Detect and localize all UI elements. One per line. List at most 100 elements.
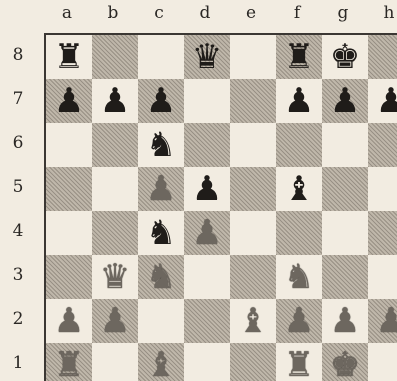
black-rook-icon[interactable]: ♜ (284, 40, 314, 74)
square-b8[interactable] (92, 35, 138, 79)
square-a7[interactable]: ♟ (46, 79, 92, 123)
square-a2[interactable]: ♟ (46, 299, 92, 343)
white-pawn-icon[interactable]: ♟ (192, 216, 222, 250)
white-pawn-icon[interactable]: ♟ (54, 304, 84, 338)
square-h3[interactable] (368, 255, 397, 299)
square-d4[interactable]: ♟ (184, 211, 230, 255)
square-a5[interactable] (46, 167, 92, 211)
square-h2[interactable]: ♟ (368, 299, 397, 343)
square-b7[interactable]: ♟ (92, 79, 138, 123)
square-c8[interactable] (138, 35, 184, 79)
square-f2[interactable]: ♟ (276, 299, 322, 343)
black-pawn-icon[interactable]: ♟ (146, 84, 176, 118)
black-queen-icon[interactable]: ♛ (192, 40, 222, 74)
square-b2[interactable]: ♟ (92, 299, 138, 343)
white-knight-icon[interactable]: ♞ (146, 260, 176, 294)
black-king-icon[interactable]: ♚ (330, 40, 360, 74)
square-d3[interactable] (184, 255, 230, 299)
square-b6[interactable] (92, 123, 138, 167)
square-f6[interactable] (276, 123, 322, 167)
file-label-h: h (366, 2, 397, 24)
square-b5[interactable] (92, 167, 138, 211)
black-pawn-icon[interactable]: ♟ (54, 84, 84, 118)
file-label-a: a (44, 2, 90, 24)
square-g8[interactable]: ♚ (322, 35, 368, 79)
square-h8[interactable] (368, 35, 397, 79)
chess-board: ♜ ♛ ♜ ♚ ♟ ♟ ♟ ♟ ♟ ♟ ♞ ♟ ♟ ♝ ♞ ♟ ♛ ♞ ♞ ♟ ♟ ♝ ♟ ♟ ♟ ♜ ♝ ♜ ♚ (44, 33, 397, 381)
square-g1[interactable]: ♚ (322, 343, 368, 381)
square-e1[interactable] (230, 343, 276, 381)
square-h5[interactable] (368, 167, 397, 211)
file-label-b: b (90, 2, 136, 24)
square-h7[interactable]: ♟ (368, 79, 397, 123)
square-e2[interactable]: ♝ (230, 299, 276, 343)
square-c2[interactable] (138, 299, 184, 343)
black-pawn-icon[interactable]: ♟ (192, 172, 222, 206)
black-pawn-icon[interactable]: ♟ (376, 84, 397, 118)
square-d8[interactable]: ♛ (184, 35, 230, 79)
square-c1[interactable]: ♝ (138, 343, 184, 381)
square-h1[interactable] (368, 343, 397, 381)
white-pawn-icon[interactable]: ♟ (146, 172, 176, 206)
square-c6[interactable]: ♞ (138, 123, 184, 167)
rank-label-6: 6 (4, 121, 32, 165)
square-a3[interactable] (46, 255, 92, 299)
white-queen-icon[interactable]: ♛ (100, 260, 130, 294)
square-e5[interactable] (230, 167, 276, 211)
file-label-e: e (228, 2, 274, 24)
white-pawn-icon[interactable]: ♟ (330, 304, 360, 338)
white-bishop-icon[interactable]: ♝ (146, 348, 176, 381)
square-c5[interactable]: ♟ (138, 167, 184, 211)
square-e8[interactable] (230, 35, 276, 79)
file-label-g: g (320, 2, 366, 24)
square-f3[interactable]: ♞ (276, 255, 322, 299)
white-pawn-icon[interactable]: ♟ (376, 304, 397, 338)
square-a4[interactable] (46, 211, 92, 255)
black-knight-icon[interactable]: ♞ (146, 128, 176, 162)
square-a8[interactable]: ♜ (46, 35, 92, 79)
square-e3[interactable] (230, 255, 276, 299)
square-e7[interactable] (230, 79, 276, 123)
square-h4[interactable] (368, 211, 397, 255)
black-pawn-icon[interactable]: ♟ (284, 84, 314, 118)
square-c3[interactable]: ♞ (138, 255, 184, 299)
square-d7[interactable] (184, 79, 230, 123)
square-g6[interactable] (322, 123, 368, 167)
square-e6[interactable] (230, 123, 276, 167)
white-king-icon[interactable]: ♚ (330, 348, 360, 381)
square-h6[interactable] (368, 123, 397, 167)
square-c7[interactable]: ♟ (138, 79, 184, 123)
square-b3[interactable]: ♛ (92, 255, 138, 299)
white-pawn-icon[interactable]: ♟ (284, 304, 314, 338)
black-bishop-icon[interactable]: ♝ (284, 172, 314, 206)
white-rook-icon[interactable]: ♜ (54, 348, 84, 381)
square-b4[interactable] (92, 211, 138, 255)
square-g5[interactable] (322, 167, 368, 211)
black-pawn-icon[interactable]: ♟ (100, 84, 130, 118)
square-d5[interactable]: ♟ (184, 167, 230, 211)
white-rook-icon[interactable]: ♜ (284, 348, 314, 381)
black-rook-icon[interactable]: ♜ (54, 40, 84, 74)
square-g2[interactable]: ♟ (322, 299, 368, 343)
square-g3[interactable] (322, 255, 368, 299)
white-bishop-icon[interactable]: ♝ (238, 304, 268, 338)
square-d6[interactable] (184, 123, 230, 167)
square-f1[interactable]: ♜ (276, 343, 322, 381)
square-f7[interactable]: ♟ (276, 79, 322, 123)
white-knight-icon[interactable]: ♞ (284, 260, 314, 294)
square-f5[interactable]: ♝ (276, 167, 322, 211)
square-d1[interactable] (184, 343, 230, 381)
square-f4[interactable] (276, 211, 322, 255)
square-g4[interactable] (322, 211, 368, 255)
square-a1[interactable]: ♜ (46, 343, 92, 381)
white-pawn-icon[interactable]: ♟ (100, 304, 130, 338)
square-a6[interactable] (46, 123, 92, 167)
square-d2[interactable] (184, 299, 230, 343)
square-b1[interactable] (92, 343, 138, 381)
square-g7[interactable]: ♟ (322, 79, 368, 123)
black-pawn-icon[interactable]: ♟ (330, 84, 360, 118)
square-c4[interactable]: ♞ (138, 211, 184, 255)
square-f8[interactable]: ♜ (276, 35, 322, 79)
black-knight-icon[interactable]: ♞ (146, 216, 176, 250)
square-e4[interactable] (230, 211, 276, 255)
